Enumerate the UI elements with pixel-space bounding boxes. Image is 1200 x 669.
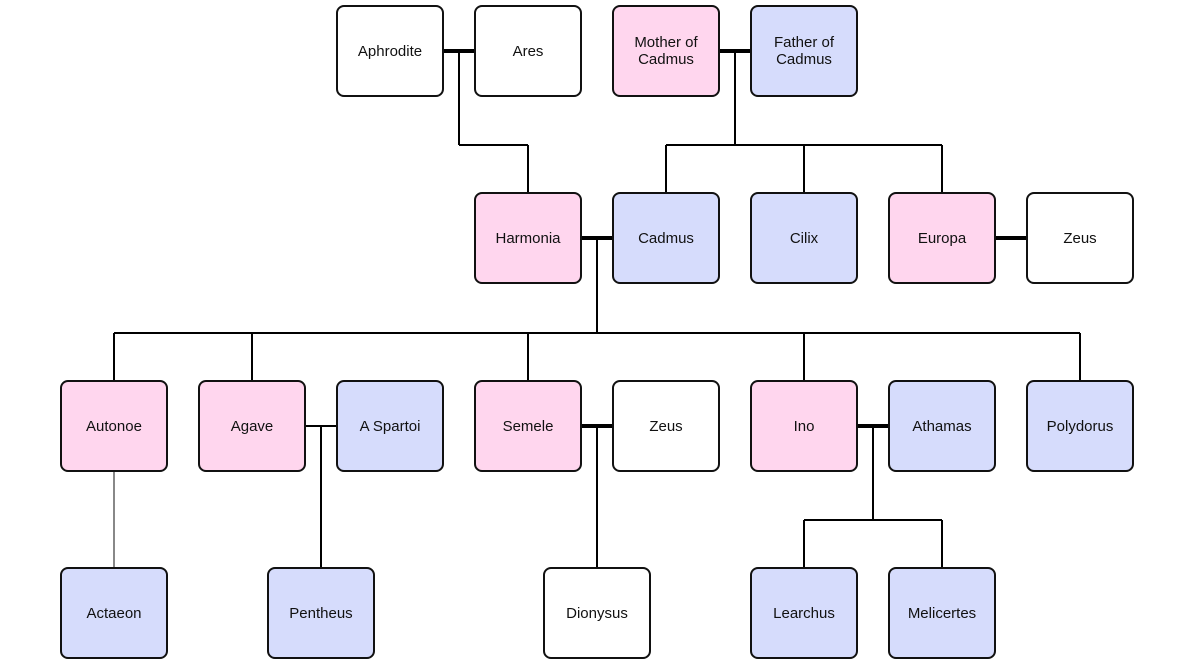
node-a-spartoi: A Spartoi: [336, 380, 444, 472]
node-ino: Ino: [750, 380, 858, 472]
node-cilix: Cilix: [750, 192, 858, 284]
node-agave: Agave: [198, 380, 306, 472]
node-polydorus: Polydorus: [1026, 380, 1134, 472]
node-dionysus: Dionysus: [543, 567, 651, 659]
node-europa: Europa: [888, 192, 996, 284]
node-athamas: Athamas: [888, 380, 996, 472]
node-learchus: Learchus: [750, 567, 858, 659]
node-harmonia: Harmonia: [474, 192, 582, 284]
node-zeus-1: Zeus: [1026, 192, 1134, 284]
node-mother-of-cadmus: Mother of Cadmus: [612, 5, 720, 97]
node-zeus-2: Zeus: [612, 380, 720, 472]
node-pentheus: Pentheus: [267, 567, 375, 659]
node-aphrodite: Aphrodite: [336, 5, 444, 97]
node-ares: Ares: [474, 5, 582, 97]
node-father-of-cadmus: Father of Cadmus: [750, 5, 858, 97]
node-melicertes: Melicertes: [888, 567, 996, 659]
node-actaeon: Actaeon: [60, 567, 168, 659]
node-autonoe: Autonoe: [60, 380, 168, 472]
node-semele: Semele: [474, 380, 582, 472]
node-cadmus: Cadmus: [612, 192, 720, 284]
